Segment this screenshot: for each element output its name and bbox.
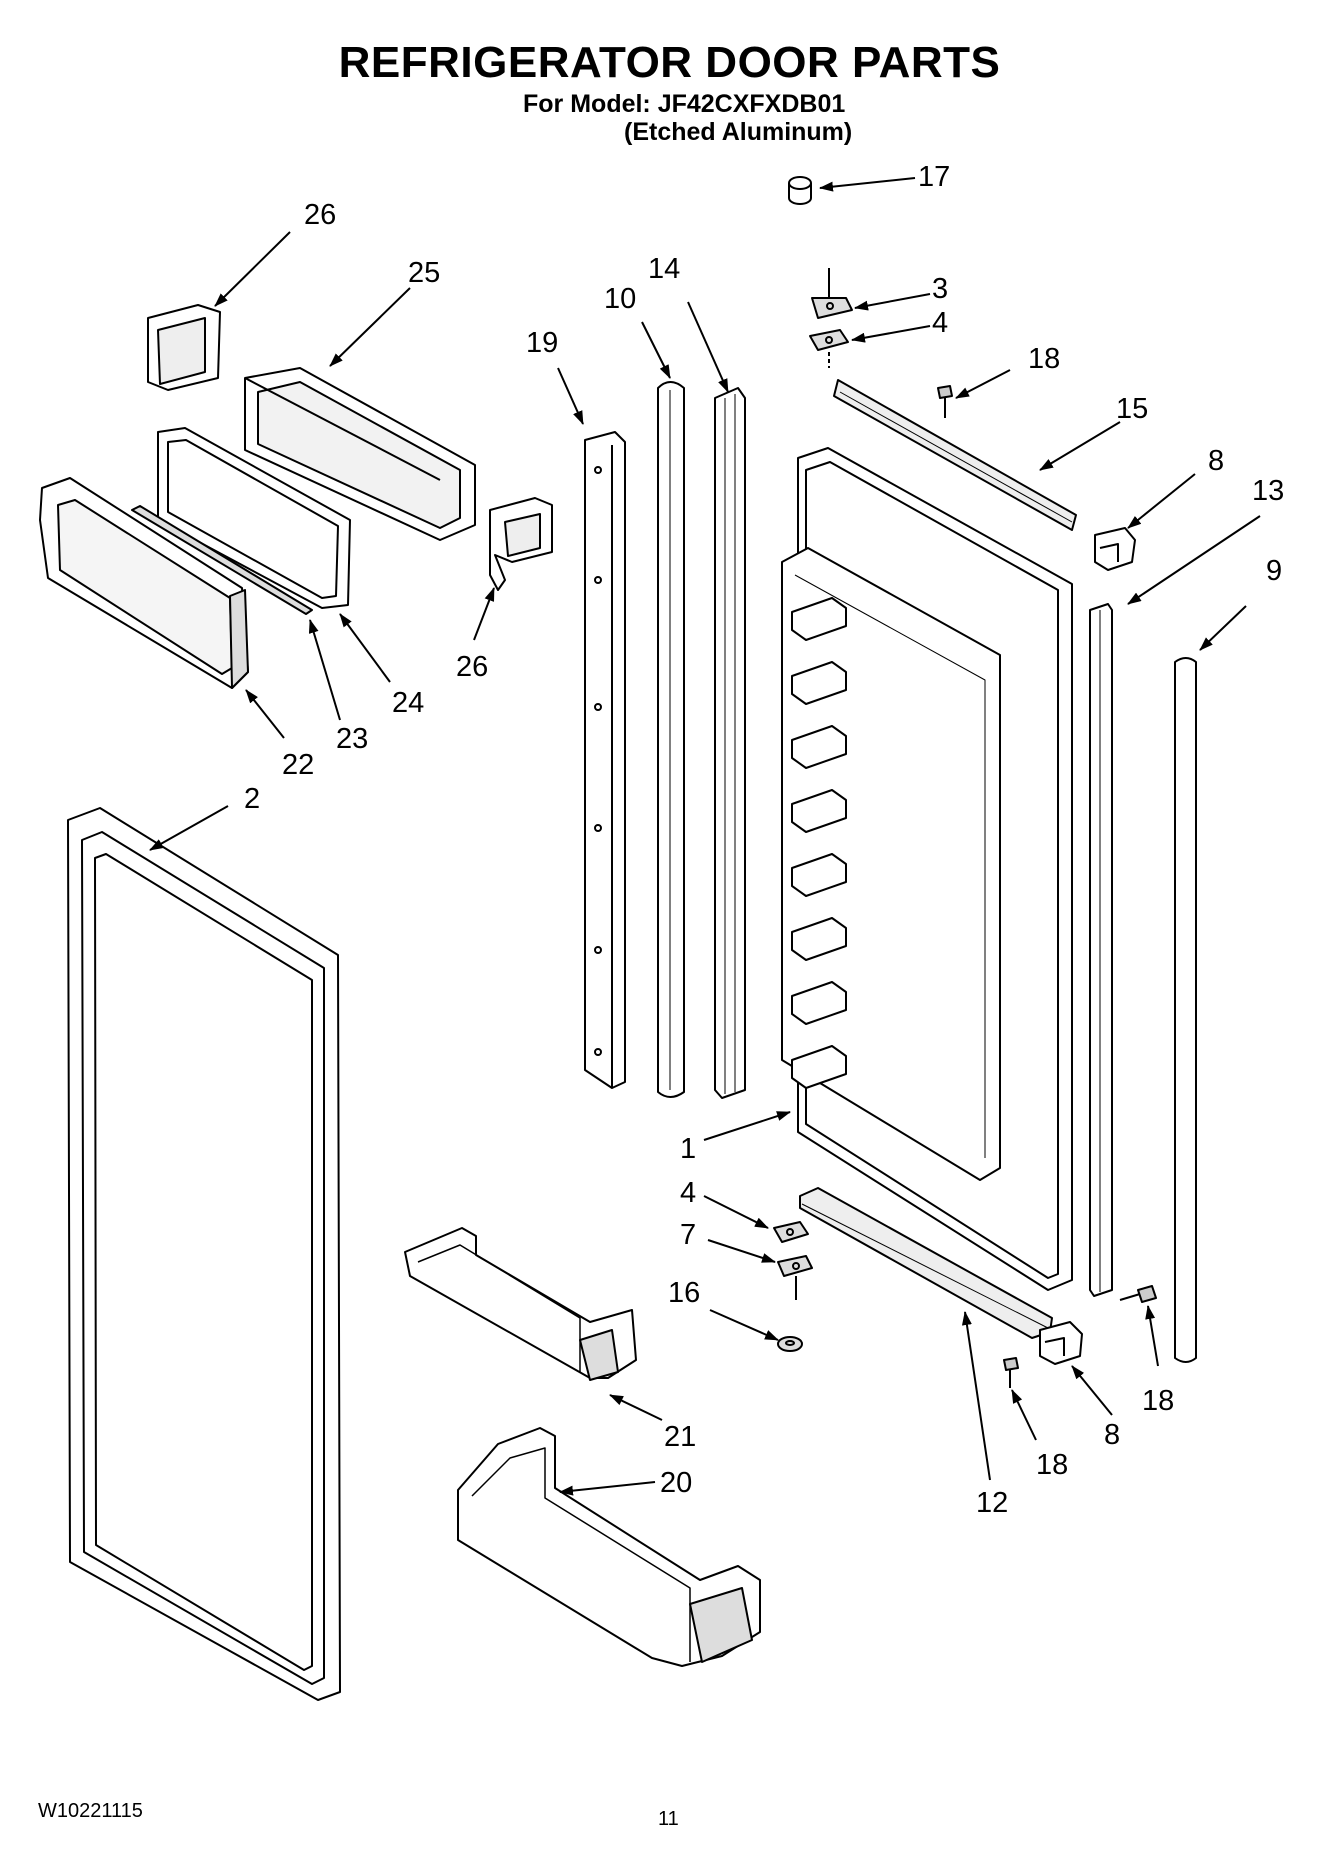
part-16-washer	[777, 1336, 803, 1352]
callout-20: 20	[660, 1467, 692, 1499]
model-line: For Model: JF42CXFXDB01	[523, 90, 846, 118]
callout-18-right: 18	[1142, 1385, 1174, 1417]
callout-17: 17	[918, 161, 950, 193]
part-18-screw-upper	[937, 385, 953, 418]
part-17-hinge-cap	[788, 176, 812, 205]
callout-19: 19	[526, 327, 558, 359]
callout-18-bottom: 18	[1036, 1449, 1068, 1481]
part-10-gasket-tube	[657, 381, 685, 1098]
part-8-door-stop-upper	[1094, 527, 1136, 571]
callout-21: 21	[664, 1421, 696, 1453]
callout-14: 14	[648, 253, 680, 285]
part-26-end-cap-top	[147, 304, 221, 391]
part-7-lower-hinge	[777, 1255, 813, 1300]
callout-8-upper: 8	[1208, 445, 1224, 477]
callout-25: 25	[408, 257, 440, 289]
part-15-top-cover	[833, 379, 1077, 531]
part-4-upper-shim	[809, 329, 849, 368]
callout-8-lower: 8	[1104, 1419, 1120, 1451]
finish-line: (Etched Aluminum)	[624, 118, 853, 146]
part-1-door-liner	[781, 447, 1073, 1291]
callout-3: 3	[932, 273, 948, 305]
page-number: 11	[658, 1808, 679, 1830]
callout-18-upper: 18	[1028, 343, 1060, 375]
part-25-bin-housing	[244, 367, 476, 541]
part-2-door-panel	[67, 807, 341, 1701]
callout-24: 24	[392, 687, 424, 719]
document-number: W10221115	[38, 1800, 143, 1822]
callout-23: 23	[336, 723, 368, 755]
callout-9: 9	[1266, 555, 1282, 587]
callout-2: 2	[244, 783, 260, 815]
callout-15: 15	[1116, 393, 1148, 425]
part-26-end-cap-bottom	[489, 497, 553, 591]
part-19-vertical-bracket	[584, 431, 626, 1089]
part-4-lower-shim	[773, 1221, 809, 1243]
part-14-side-channel	[714, 387, 746, 1099]
callout-12: 12	[976, 1487, 1008, 1519]
callout-22: 22	[282, 749, 314, 781]
callout-13: 13	[1252, 475, 1284, 507]
part-9-gasket-strip	[1174, 657, 1197, 1363]
part-18-screw-right	[1119, 1285, 1157, 1303]
callout-1: 1	[680, 1133, 696, 1165]
part-21-small-door-bin	[404, 1227, 637, 1381]
part-23-trim-strip	[131, 505, 313, 615]
page-title: REFRIGERATOR DOOR PARTS	[338, 38, 1001, 87]
part-3-upper-hinge	[811, 268, 853, 319]
part-8-door-stop-lower	[1039, 1321, 1083, 1365]
part-13-side-rail	[1089, 603, 1113, 1297]
callout-4-upper: 4	[932, 307, 948, 339]
callout-26-lower: 26	[456, 651, 488, 683]
part-22-bin-door-front	[39, 477, 249, 689]
part-18-screw-bottom	[1003, 1357, 1019, 1388]
callout-4-lower: 4	[680, 1177, 696, 1209]
callout-16: 16	[668, 1277, 700, 1309]
callout-10: 10	[604, 283, 636, 315]
part-20-large-door-bin	[457, 1427, 761, 1667]
callout-7: 7	[680, 1219, 696, 1251]
callout-26-top: 26	[304, 199, 336, 231]
